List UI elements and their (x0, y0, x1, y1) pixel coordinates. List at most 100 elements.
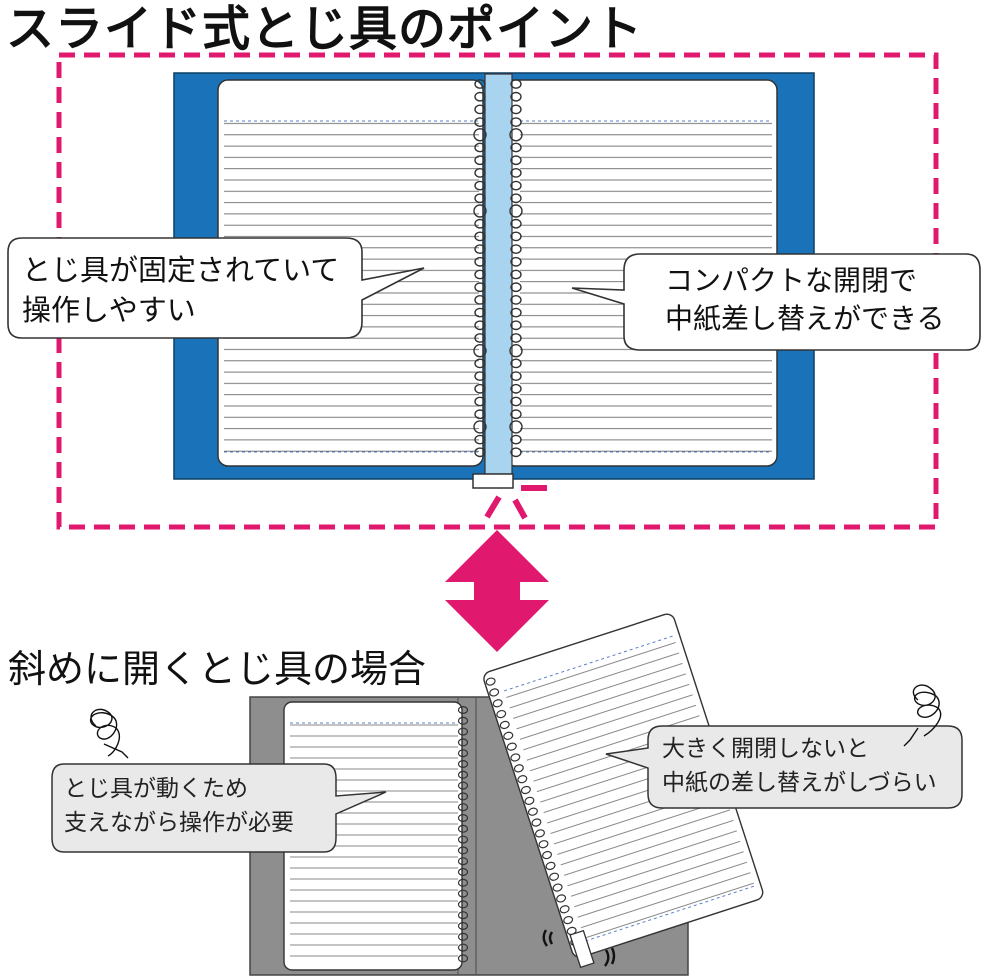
binder-ring (489, 688, 500, 697)
binder-ring (474, 396, 486, 407)
binder-ring (474, 447, 486, 458)
binder-ring (510, 753, 521, 762)
binder-ring (474, 371, 486, 381)
binder-ring (510, 91, 522, 102)
binder-ring (457, 727, 469, 736)
callout-text-hard: 大きく開閉しないと 中紙の差し替えがしづらい (662, 732, 937, 800)
callout-bubble-fixed (7, 237, 425, 339)
binder-ring (499, 720, 510, 730)
binder-ring (510, 320, 522, 331)
binder-ring (563, 915, 574, 925)
binder-ring (457, 889, 469, 898)
binder-ring (510, 294, 522, 305)
binder-ring (510, 396, 522, 407)
binder-ring (524, 796, 535, 805)
binder-ring (457, 900, 469, 909)
binder-ring (506, 742, 517, 751)
binder-ring (509, 420, 523, 434)
binder-ring (545, 861, 556, 871)
binder-ring (510, 256, 522, 267)
binder-ring (510, 409, 522, 420)
callout-text-compact: コンパクトな開閉で 中紙差し替えができる (665, 262, 944, 338)
binder-ring (474, 256, 486, 267)
binder-ring (457, 749, 469, 758)
wobble-marks (542, 929, 616, 967)
title-slide-binder-points: スライド式とじ具のポイント (6, 1, 644, 57)
binder-ring (457, 911, 469, 920)
binder-ring (457, 705, 469, 714)
binder-ring (474, 155, 486, 166)
binder-ring (520, 785, 531, 795)
binder-ring (510, 117, 522, 128)
binder-ring (510, 282, 522, 293)
binder-ring (503, 731, 514, 740)
binder-ring (473, 204, 487, 218)
binder-ring (510, 142, 522, 153)
binder-ring (510, 155, 522, 166)
binder-ring (457, 846, 469, 855)
binder-ring (517, 775, 528, 784)
binder-ring (509, 204, 523, 218)
binder-ring (473, 420, 487, 434)
binder-ring (559, 905, 570, 914)
binder-ring (510, 307, 522, 318)
callout-bubble-hard (605, 725, 963, 809)
callout-line: 大きく開閉しないと (662, 736, 869, 762)
binder-ring (474, 307, 486, 318)
binder-ring (496, 709, 507, 719)
callout-line: 支えながら操作が必要 (64, 810, 294, 836)
binder-ring (542, 850, 553, 860)
callout-bubble-moves (51, 763, 387, 853)
binder-ring (474, 180, 486, 191)
binder-ring (549, 872, 560, 881)
binder-ring (510, 333, 522, 343)
binder-ring (474, 167, 486, 178)
binder-ring (474, 269, 486, 280)
binder-ring (510, 167, 522, 178)
binder-ring (513, 764, 524, 773)
binder-ring (510, 244, 522, 255)
binder-ring (474, 383, 486, 394)
binder-ring (457, 835, 469, 844)
binder-ring (510, 193, 522, 204)
binder-ring (473, 344, 487, 358)
binder-ring (474, 358, 486, 369)
binder-ring (510, 447, 522, 458)
binder-ring (510, 383, 522, 394)
binder-ring (527, 807, 538, 816)
binder-ring (457, 824, 469, 833)
gray-binder-rings (457, 705, 469, 963)
callout-line: 中紙差し替えができる (665, 302, 945, 335)
callout-text-moves: とじ具が動くため 支えながら操作が必要 (64, 772, 294, 840)
binder-ring (474, 333, 486, 343)
binder-ring (510, 104, 522, 115)
callout-line: とじ具が固定されていて (22, 253, 340, 287)
binder-ring (510, 269, 522, 280)
gray-slide-clip (569, 929, 595, 969)
binder-ring (457, 921, 469, 930)
tilted-page (483, 613, 764, 958)
binder-ring (457, 803, 469, 812)
binder-ring (457, 792, 469, 801)
binder-ring (474, 104, 486, 115)
binder-ring (457, 759, 469, 768)
binder-ring (474, 218, 486, 229)
binder-ring (534, 829, 545, 838)
callout-bubble-compact (571, 253, 981, 351)
slide-clip (472, 473, 514, 489)
binder-ring (474, 434, 486, 445)
binder-ring (474, 320, 486, 331)
binder-ring (457, 954, 469, 963)
binder-ring (474, 91, 486, 102)
binder-ring (474, 244, 486, 255)
binder-ring (510, 231, 522, 242)
emphasis-marks (484, 485, 547, 520)
binder-ring (556, 894, 567, 903)
binder-ring (457, 738, 469, 747)
binder-ring (457, 878, 469, 887)
binder-ring (457, 932, 469, 941)
vertical-double-arrow-icon (445, 530, 549, 652)
binder-ring (492, 699, 503, 708)
binder-ring (474, 282, 486, 293)
